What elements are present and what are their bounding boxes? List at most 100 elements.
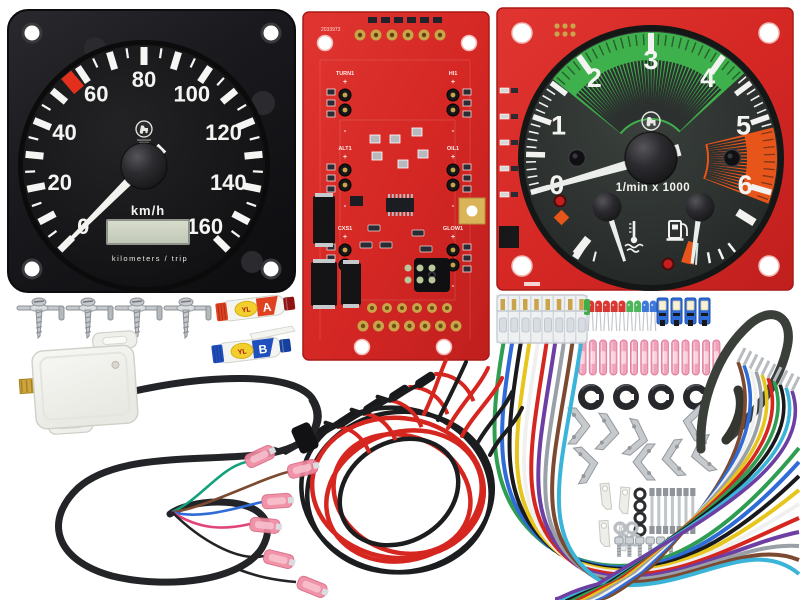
ic-pin xyxy=(410,194,413,198)
bolt-thread xyxy=(616,547,622,550)
tick-minor xyxy=(546,88,556,96)
tube-cap xyxy=(279,338,292,353)
speed-tick-major xyxy=(106,51,119,71)
tach-number: 4 xyxy=(700,63,715,93)
smd-part xyxy=(394,17,403,23)
tach-unit-label: 1/min x 1000 xyxy=(616,182,690,194)
green-zone-tooth xyxy=(610,68,636,122)
ic-pin xyxy=(410,212,413,216)
tachometer-assembly: 0123456 1/min x 1000 xyxy=(496,7,794,291)
spade-connector-inner xyxy=(302,580,321,593)
speed-tick-minor xyxy=(41,103,52,111)
butt-connector xyxy=(630,339,638,376)
bolt-thread xyxy=(668,550,674,553)
speed-number: 20 xyxy=(47,170,71,195)
connector-pin xyxy=(556,299,562,310)
pad-hole xyxy=(421,32,427,38)
capacitor-lead xyxy=(343,260,359,264)
t5-led-chip xyxy=(686,300,695,311)
spade-connector xyxy=(261,492,295,510)
speed-number: 60 xyxy=(84,82,108,107)
stud-knurl xyxy=(690,488,696,496)
led-lead xyxy=(607,311,610,332)
led-lead xyxy=(642,311,645,332)
speed-tick-minor xyxy=(158,48,163,59)
pcb-serial-text: 2033973 xyxy=(321,27,341,33)
connector-cavity xyxy=(521,317,530,333)
led-lead xyxy=(646,311,649,332)
temp-hot-mark xyxy=(553,209,570,226)
tick-block xyxy=(532,114,552,126)
tractor-wheel xyxy=(145,130,148,134)
pad-hole xyxy=(373,32,379,38)
spade-connector xyxy=(286,458,320,479)
green-zone-minor-tick xyxy=(598,45,605,56)
bolt-head xyxy=(645,536,655,545)
screw-thread xyxy=(36,310,42,314)
ic-pin xyxy=(407,212,409,216)
epoxy-part-letter: B xyxy=(258,342,269,357)
led-lead xyxy=(595,311,598,332)
spade-connector-terminal xyxy=(312,461,320,470)
green-zone-tooth xyxy=(656,61,669,119)
speed-tick-major xyxy=(244,150,263,160)
screw-slot xyxy=(33,300,45,303)
tach-number: 1 xyxy=(551,111,566,141)
butt-connector xyxy=(691,339,700,376)
sensor-lead-wire xyxy=(171,510,251,529)
wire-tip xyxy=(446,366,490,430)
butt-connector xyxy=(681,339,690,376)
green-zone-tooth xyxy=(665,66,689,122)
led-bulb xyxy=(602,300,610,312)
t5-contact xyxy=(673,313,680,316)
green-zone-minor-tick xyxy=(677,37,682,49)
screw-thread xyxy=(36,330,42,334)
grommet-hole xyxy=(654,390,668,404)
pcb-position-label: ALT1 xyxy=(338,146,351,152)
bare-wire-end xyxy=(784,372,795,389)
screw-thread xyxy=(85,315,91,319)
fuel-pump-icon xyxy=(666,220,688,241)
bolt-thread xyxy=(627,553,632,556)
bracket-arms xyxy=(566,407,591,445)
bracket-arms xyxy=(594,412,620,451)
face-screw xyxy=(722,148,742,168)
stud-knurl xyxy=(663,526,669,534)
thermo-bulb xyxy=(630,236,638,244)
screw-thread xyxy=(36,315,42,319)
connector-pin xyxy=(523,299,528,310)
bolt-head xyxy=(624,536,635,545)
green-zone-minor-tick xyxy=(671,35,675,48)
screw-thread xyxy=(134,320,140,324)
t5-slot xyxy=(702,320,707,326)
tach-number: 5 xyxy=(736,111,751,141)
mounting-clamp xyxy=(16,297,65,340)
smd-part xyxy=(326,163,336,171)
tick-minor xyxy=(528,182,539,186)
led-lead xyxy=(622,311,626,332)
fuel-empty-line xyxy=(694,242,699,265)
temp-tick xyxy=(592,251,597,262)
pad-hole xyxy=(453,323,459,329)
green-zone-tooth xyxy=(655,60,665,119)
orange-zone-minor-tick xyxy=(761,131,773,135)
sub-gauge-hub xyxy=(685,192,715,222)
grommet-hole xyxy=(584,390,598,404)
ic-pin xyxy=(388,194,390,198)
bracket-hole xyxy=(674,444,679,449)
speed-tick-minor xyxy=(28,136,39,141)
bare-wire-end xyxy=(760,360,771,376)
green-zone-tooth xyxy=(600,72,632,125)
bezel-fastener xyxy=(241,251,263,273)
solder-pad xyxy=(428,264,436,272)
polarity-minus: - xyxy=(344,126,347,135)
green-zone-minor-tick xyxy=(561,71,571,80)
speed-tick-minor xyxy=(125,48,130,59)
stud-knurl xyxy=(663,488,669,496)
bolt-thread xyxy=(637,550,642,553)
polarity-minus: - xyxy=(452,126,455,135)
connector-cavity xyxy=(532,317,541,333)
led-bulb xyxy=(595,300,603,312)
green-zone-tooth xyxy=(641,60,649,119)
clamp-hook xyxy=(156,305,163,321)
